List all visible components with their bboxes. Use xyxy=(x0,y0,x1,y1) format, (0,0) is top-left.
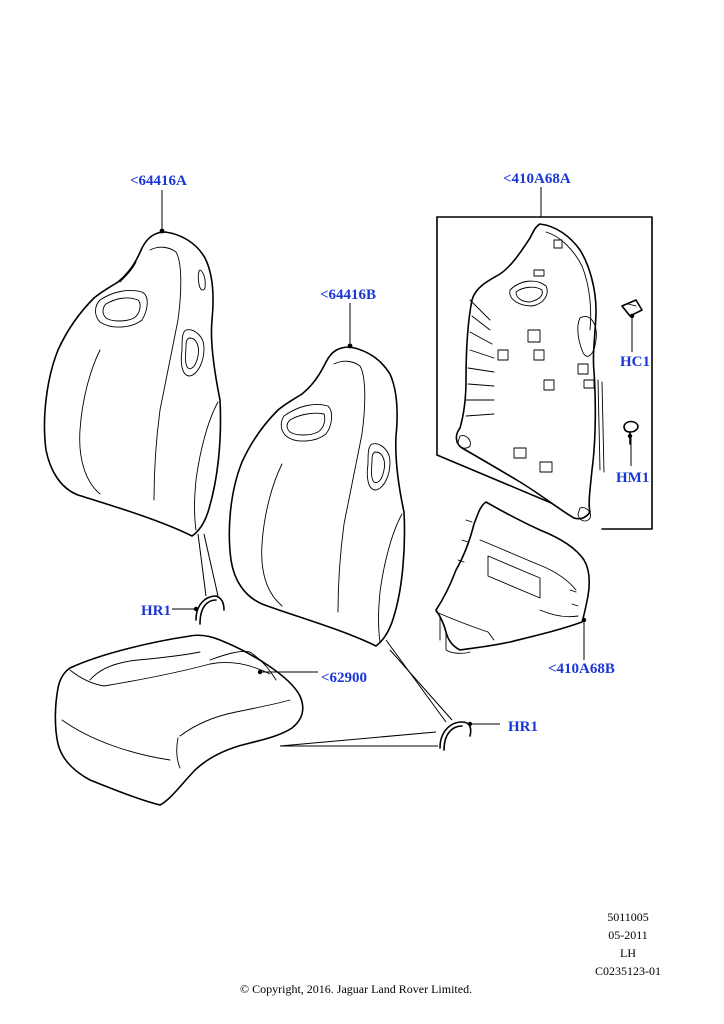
clip-hc1 xyxy=(621,299,643,352)
callout-backrest-b[interactable]: <64416B xyxy=(320,287,377,303)
back-panel-b xyxy=(435,501,590,654)
seat-backrest-a xyxy=(43,231,222,537)
back-panel-a-box xyxy=(436,216,653,530)
copyright-notice: © Copyright, 2016. Jaguar Land Rover Lim… xyxy=(240,982,473,996)
callout-back-panel-b[interactable]: <410A68B xyxy=(548,661,615,677)
info-line-4: C0235123-01 xyxy=(595,964,661,978)
info-line-1: 5011005 xyxy=(607,910,649,924)
callout-back-panel-a[interactable]: <410A68A xyxy=(503,171,571,187)
callout-hog-ring-right[interactable]: HR1 xyxy=(508,719,538,735)
callout-clip-hc1[interactable]: HC1 xyxy=(620,354,650,370)
seat-backrest-b xyxy=(228,346,406,647)
hog-ring-right xyxy=(439,721,472,751)
back-panel-a xyxy=(455,223,605,522)
callout-clip-hm1[interactable]: HM1 xyxy=(616,470,650,486)
info-line-3: LH xyxy=(620,946,636,960)
callout-hog-ring-left[interactable]: HR1 xyxy=(141,603,171,619)
clip-hm1 xyxy=(623,420,639,466)
leader-lines xyxy=(159,187,635,747)
hog-ring-left xyxy=(195,595,225,625)
callout-backrest-a[interactable]: <64416A xyxy=(130,173,187,189)
seat-cushion xyxy=(54,634,304,806)
info-line-2: 05-2011 xyxy=(608,928,648,942)
callout-cushion[interactable]: <62900 xyxy=(321,670,368,686)
